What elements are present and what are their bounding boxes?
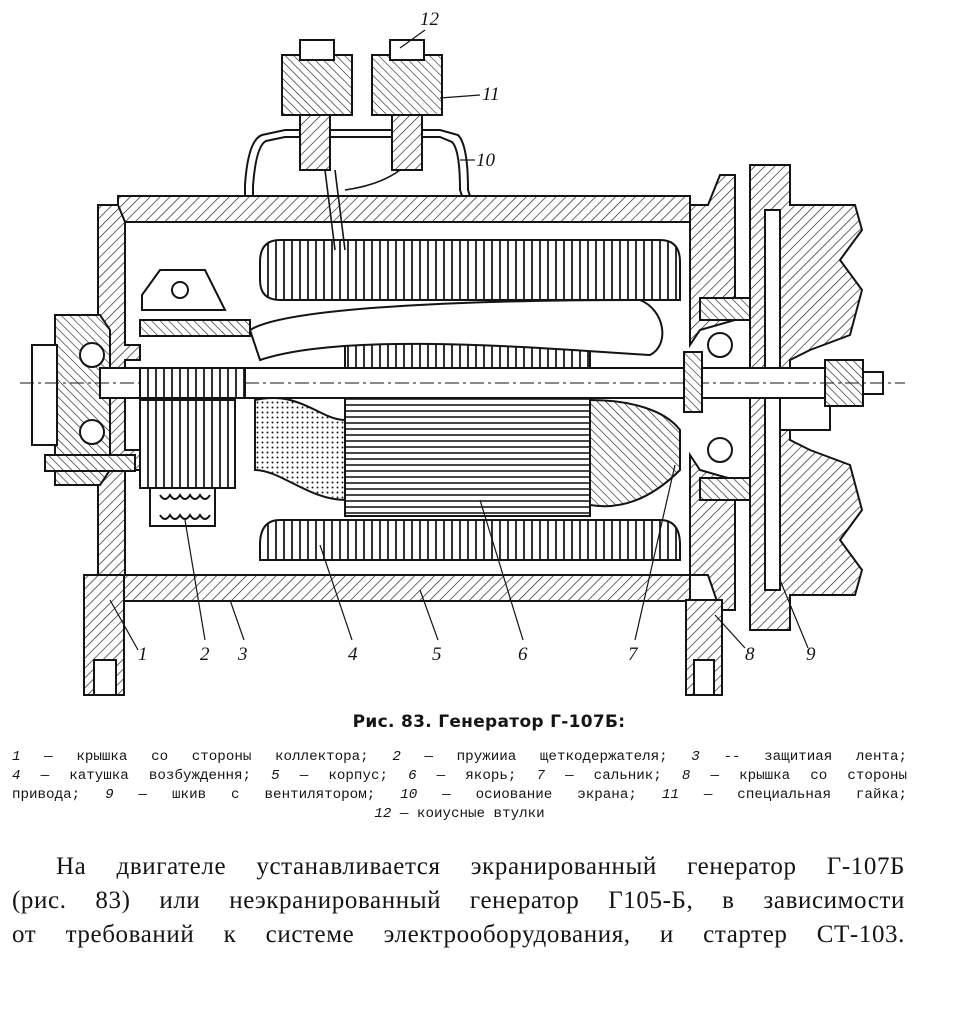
legend-text: — специальная гайка; [678,787,908,803]
legend-text: — коиусные втулки [391,806,545,822]
callout-2: 2 [200,644,210,665]
callout-6: 6 [518,644,528,665]
figure-legend: 1 — крышка со стороны коллектора; 2 — пр… [12,748,907,824]
housing [117,195,691,602]
callout-4: 4 [348,644,358,665]
legend-text: — сальник; [544,768,682,784]
drive-end-cover [685,174,761,696]
screen-base [244,129,471,197]
legend-num: 9 [105,787,114,803]
terminal-wires [324,169,401,251]
legend-line-2: 4 — катушка возбуждення; 5 — корпус; 6 —… [12,767,907,786]
oil-seal [683,351,703,413]
body-line-2: (рис. 83) или неэкранированный генератор… [12,887,905,914]
legend-num: 12 [374,806,392,822]
callout-12: 12 [420,9,440,30]
legend-text: — крышка со стороны коллектора; [20,749,393,765]
generator-cross-section-drawing: 1 2 3 4 5 6 7 8 9 10 11 12 [20,9,905,696]
legend-text: — крышка со стороны [690,768,907,784]
legend-text: -- защитиая лента; [699,749,908,765]
legend-text: — катушка возбуждення; [20,768,272,784]
legend-text: — пружииа щеткодержателя; [400,749,692,765]
legend-num: 8 [681,768,691,784]
legend-text: привода; [12,787,106,803]
legend-line-4: 12 — коиусные втулки [12,805,907,824]
legend-num: 7 [536,768,545,784]
callout-labels: 1 2 3 4 5 6 7 8 9 10 11 12 [138,9,816,665]
callout-11: 11 [482,84,500,105]
callout-10: 10 [476,150,496,171]
body-paragraph: На двигателе устанавливается экранирован… [12,850,905,952]
legend-num: 5 [271,768,280,784]
legend-num: 4 [12,768,21,784]
commutator-end-cover [31,204,141,696]
legend-num: 10 [400,787,418,803]
commutator [139,269,251,489]
terminal-right [371,39,443,171]
figure-caption-title: Рис. 83. Генератор Г-107Б: [352,712,626,732]
legend-num: 6 [408,768,417,784]
callout-7: 7 [628,644,639,665]
legend-line-3: привода; 9 — шкив с вентилятором; 10 — о… [12,786,907,805]
body-line-1: На двигателе устанавливается экранирован… [56,853,905,880]
legend-num: 11 [661,787,679,803]
body-line-3: от требований к системе электрооборудова… [12,921,905,948]
legend-line-1: 1 — крышка со стороны коллектора; 2 — пр… [12,748,907,767]
terminal-left [281,39,353,171]
legend-text: — осиование экрана; [417,787,662,803]
callout-8: 8 [745,644,755,665]
legend-text: — корпус; [279,768,409,784]
leader-lines [109,29,809,651]
legend-num: 2 [392,749,401,765]
callout-5: 5 [432,644,442,665]
callout-9: 9 [806,644,816,665]
legend-num: 3 [691,749,700,765]
legend-text: — шкив с вентилятором; [113,787,401,803]
brush-holder-spring [149,487,216,527]
callout-1: 1 [138,644,148,665]
legend-text: — якорь; [416,768,537,784]
legend-num: 1 [12,749,21,765]
field-coil [248,239,681,561]
callout-3: 3 [237,644,248,665]
